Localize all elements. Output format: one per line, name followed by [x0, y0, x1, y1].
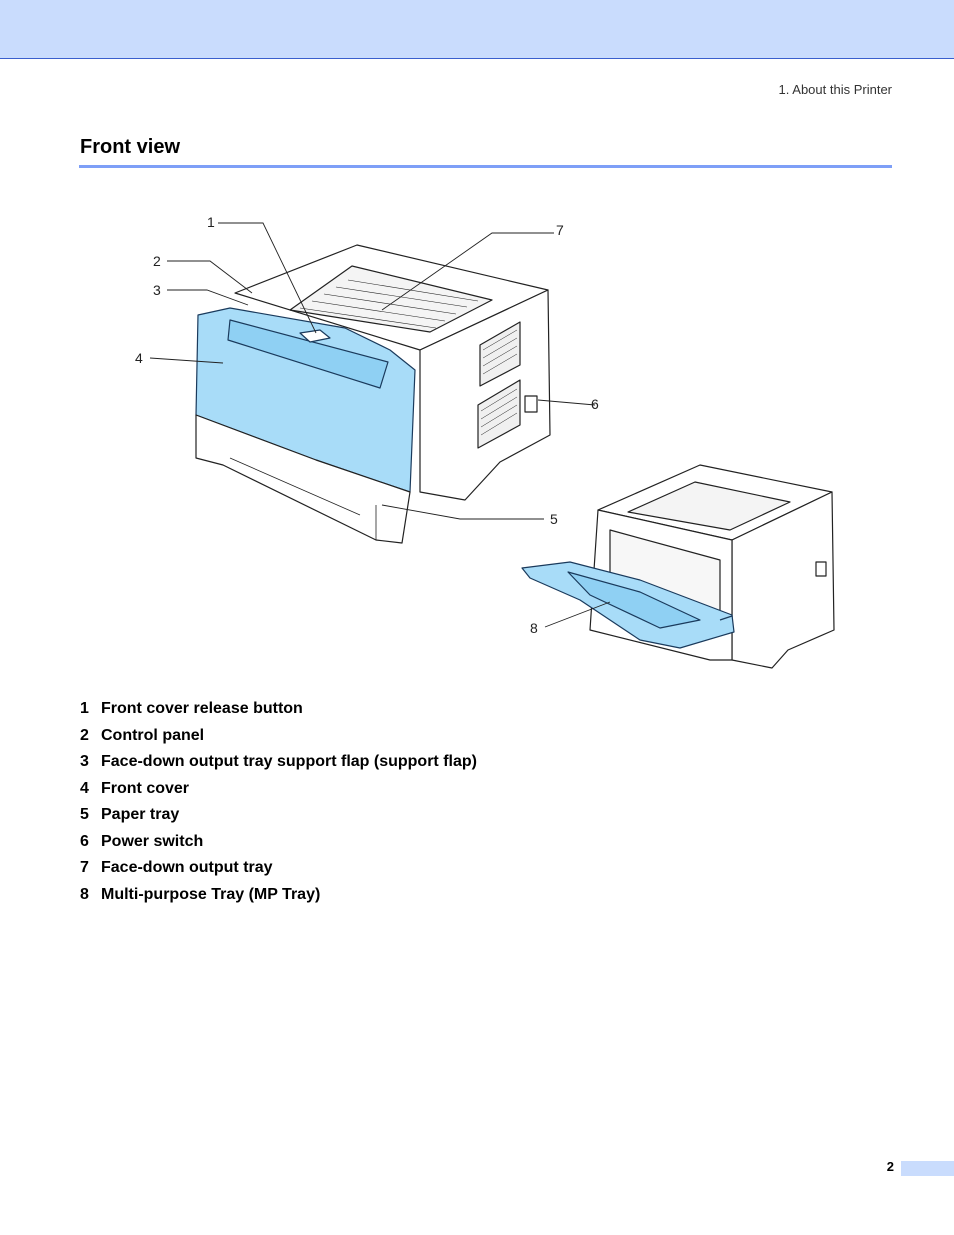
- section-title: Front view: [80, 136, 181, 158]
- page-tab: [901, 1161, 954, 1176]
- legend-item-label: Front cover release button: [101, 700, 303, 717]
- legend-item-label: Paper tray: [101, 806, 180, 823]
- legend-item-label: Multi-purpose Tray (MP Tray): [101, 885, 321, 903]
- callout-3: 3: [153, 282, 161, 298]
- callout-7: 7: [556, 222, 564, 238]
- callout-8: 8: [530, 620, 538, 636]
- callout-1: 1: [207, 214, 215, 230]
- top-color-band: [0, 0, 954, 59]
- legend-item-label: Power switch: [101, 832, 204, 850]
- legend-item-label: Control panel: [101, 726, 205, 744]
- legend-item-label: Face-down output tray: [101, 859, 273, 876]
- page-number: 2: [886, 1159, 894, 1174]
- printer-front-view-figure: 1 2 3 4 5 6 7 8: [120, 200, 860, 680]
- title-rule: [79, 165, 892, 168]
- callout-4: 4: [135, 350, 143, 366]
- callout-6: 6: [591, 396, 599, 412]
- callout-5: 5: [550, 511, 558, 527]
- callout-2: 2: [153, 253, 161, 269]
- legend-item-label: Face-down output tray support flap (supp…: [101, 753, 477, 770]
- printer-illustration: 1 2 3 4 5 6 7 8: [135, 214, 835, 669]
- legend-item-label: Front cover: [101, 779, 190, 797]
- running-header: 1. About this Printer: [778, 82, 892, 97]
